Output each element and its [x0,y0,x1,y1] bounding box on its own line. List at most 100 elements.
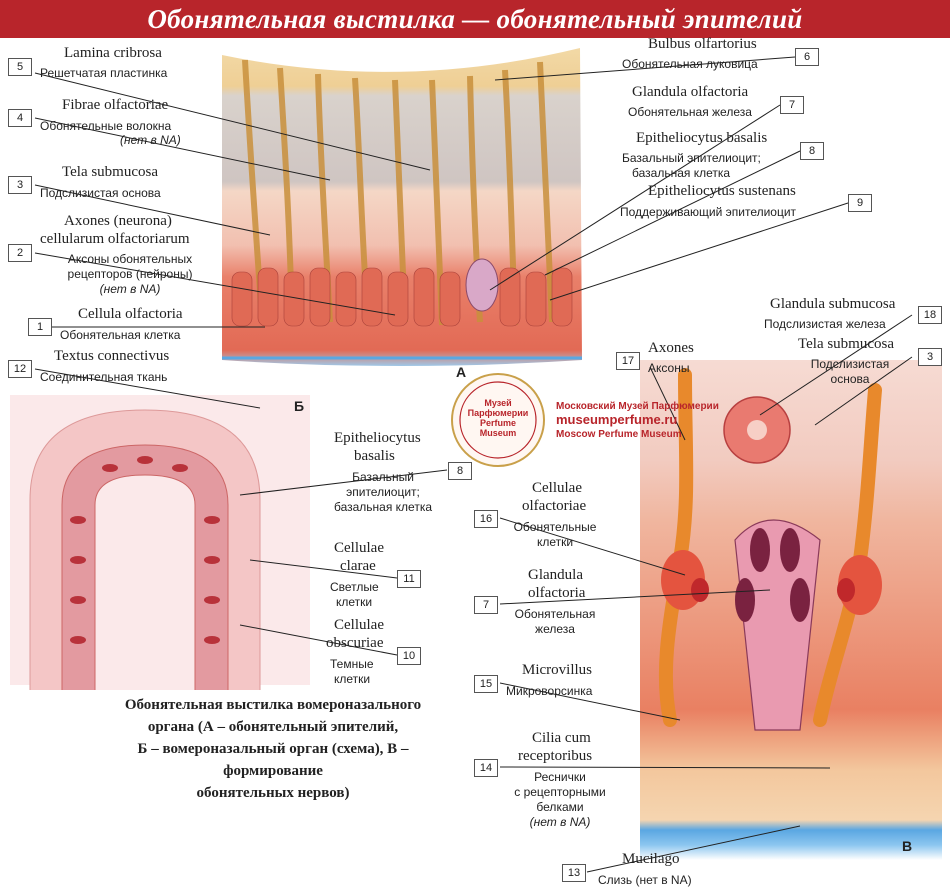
title-bar: Обонятельная выстилка — обонятельный эпи… [0,0,950,38]
label-1-latin: Cellula olfactoria [78,306,183,322]
museum-name-en: Moscow Perfume Museum [556,429,682,440]
label-1-ru: Обонятельная клетка [60,328,181,342]
label-17-latin: Axones [648,340,694,356]
page-title: Обонятельная выстилка — обонятельный эпи… [147,3,803,34]
panel-b-vomeronasal-organ [10,395,310,690]
label-number-17: 17 [616,352,640,370]
label-number-1: 1 [28,318,52,336]
label-17-ru: Аксоны [648,361,690,375]
label-12-ru: Соединительная ткань [40,370,168,384]
label-5-latin: Lamina cribrosa [64,45,162,61]
label-2-note: (нет в NA) [99,282,161,296]
label-6-ru: Обонятельная луковица [622,57,758,71]
badge-line-2: Парфюмерии [467,408,529,418]
label-number-18: 18 [918,306,942,324]
label-number-3b: 3 [918,348,942,366]
label-11-latin-2: clarae [340,558,376,574]
label-7a-latin: Glandula olfactoria [632,84,749,100]
label-number-7a: 7 [780,96,804,114]
label-7b-latin-1: Glandula [528,567,583,583]
museum-badge [451,373,545,467]
label-number-11: 11 [397,570,421,588]
label-10-latin-2: obscuriae [326,635,384,651]
label-number-15: 15 [474,675,498,693]
label-7b-ru-1: Обонятельная [514,607,596,621]
label-16-latin-1: Cellulae [532,480,582,496]
label-number-13: 13 [562,864,586,882]
label-7a-ru: Обонятельная железа [628,105,752,119]
label-11-ru-1: Светлые [330,580,379,594]
label-11-ru-2: клетки [336,595,373,609]
label-number-5: 5 [8,58,32,76]
label-3b-ru-2: основа [830,372,870,386]
label-18-latin: Glandula submucosa [770,296,896,312]
label-8b-ru-2: эпителиоцит; [346,485,420,499]
label-12-latin: Textus connectivus [54,348,170,364]
label-8b-ru-3: базальная клетка [333,500,433,514]
badge-line-4: Museum [479,428,517,438]
panel-letter-b: Б [294,398,305,414]
label-8b-latin-2: basalis [354,448,395,464]
label-10-latin-1: Cellulae [334,617,384,633]
label-9-ru: Поддерживающий эпителиоцит [620,205,797,219]
label-number-2: 2 [8,244,32,262]
label-4-ru: Обонятельные волокна [40,119,172,133]
label-8a-latin: Epitheliocytus basalis [636,130,768,146]
badge-line-3: Perfume [479,418,516,428]
label-14-ru-3: белками [536,800,584,814]
label-6-latin: Bulbus olfartorius [648,36,757,52]
label-16-ru-1: Обонятельные [513,520,597,534]
label-2-ru-2: рецепторов (нейроны) [67,267,193,281]
label-8a-ru-2: базальная клетка [632,166,731,180]
label-13-ru: Слизь (нет в NA) [598,873,692,887]
museum-name-ru: Московский Музей Парфюмерии [556,401,719,412]
caption-line-3: Б – вомероназальный орган (схема), В – ф… [137,741,409,779]
label-8b-ru-1: Базальный [352,470,414,484]
label-number-7b: 7 [474,596,498,614]
panel-v-olfactory-nerve-formation [640,360,942,860]
label-10-ru-2: клетки [334,672,371,686]
label-18-ru: Подслизистая железа [764,317,886,331]
label-number-3a: 3 [8,176,32,194]
label-number-6: 6 [795,48,819,66]
panel-letter-v: В [902,838,913,854]
label-15-latin: Microvillus [522,662,592,678]
label-number-12: 12 [8,360,32,378]
label-8b-latin-1: Epitheliocytus [334,430,421,446]
label-number-14: 14 [474,759,498,777]
label-15-ru: Микроворсинка [506,684,593,698]
label-number-8b: 8 [448,462,472,480]
panel-letter-a: А [456,364,467,380]
museum-site: museumperfume.ru [556,412,678,427]
caption-line-1: Обонятельная выстилка вомероназального [124,697,422,713]
label-4-note: (нет в NA) [120,133,181,147]
label-2-latin-1: Axones (neurona) [64,213,172,229]
label-5-ru: Решетчатая пластинка [40,66,168,80]
label-3a-latin: Tela submucosa [62,164,159,180]
label-2-latin-2: cellularum olfactoriarum [40,231,190,247]
label-8a-ru-1: Базальный эпителиоцит; [622,151,761,165]
label-9-latin: Epitheliocytus sustenans [648,183,796,199]
label-14-ru-2: с рецепторными [514,785,606,799]
label-11-latin-1: Cellulae [334,540,384,556]
label-number-9: 9 [848,194,872,212]
label-14-note: (нет в NA) [529,815,591,829]
badge-line-1: Музей [484,398,512,408]
label-2-ru-1: Аксоны обонятельных [67,252,193,266]
label-number-16: 16 [474,510,498,528]
label-10-ru-1: Темные [330,657,374,671]
label-14-latin-2: receptoribus [518,748,593,764]
label-number-8a: 8 [800,142,824,160]
panel-a-olfactory-epithelium [222,48,582,366]
label-3a-ru: Подслизистая основа [40,186,161,200]
label-13-latin: Mucilago [622,851,680,867]
label-4-latin: Fibrae olfactoriae [62,97,169,113]
label-number-4: 4 [8,109,32,127]
label-14-ru-1: Реснички [534,770,586,784]
caption-line-2: органа (А – обонятельный эпителий, [147,719,399,735]
label-7b-ru-2: железа [535,622,575,636]
label-number-10: 10 [397,647,421,665]
label-16-latin-2: olfactoriae [522,498,587,514]
caption-line-4: обонятельных нервов) [196,785,350,801]
